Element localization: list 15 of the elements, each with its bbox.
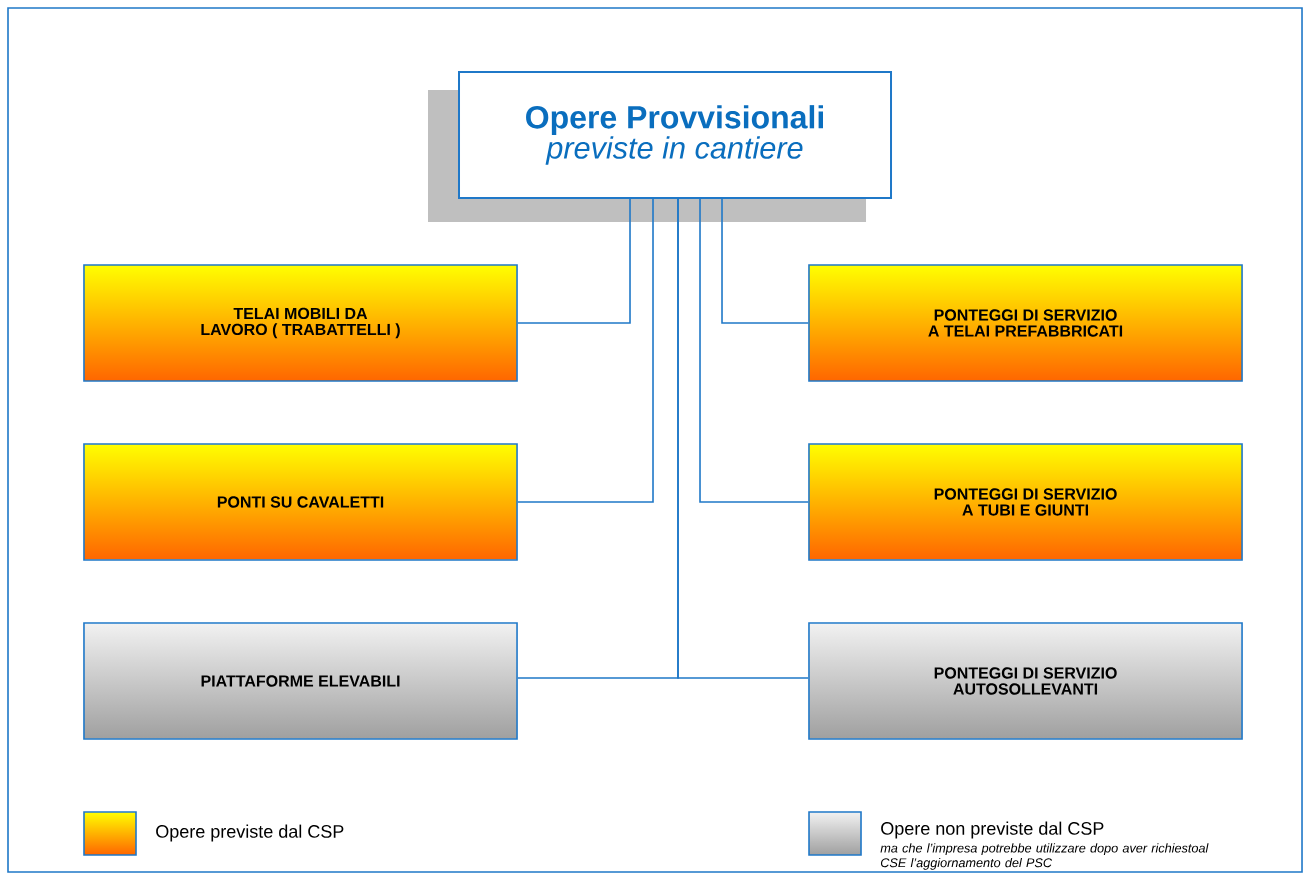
legend-note: ma che l’impresa potrebbe utilizzare dopo aver richiestoal CSE l’aggiornamento del PSC xyxy=(880,843,1209,870)
connector-line xyxy=(677,198,809,679)
connector-line xyxy=(721,198,809,324)
legend-label: Opere non previste dal CSP xyxy=(881,821,1104,839)
title-box: Opere Provvisionali previste in cantiere xyxy=(458,71,892,199)
category-box: PONTEGGI DI SERVIZIO A TELAI PREFABBRICATI xyxy=(808,264,1243,382)
category-box: PONTEGGI DI SERVIZIO AUTOSOLLEVANTI xyxy=(808,622,1243,740)
category-box: PONTEGGI DI SERVIZIO A TUBI E GIUNTI xyxy=(808,443,1243,561)
category-box: PONTI SU CAVALETTI xyxy=(83,443,518,561)
legend-label: Opere previste dal CSP xyxy=(156,824,344,842)
connector-line xyxy=(517,198,654,503)
connector-line xyxy=(517,198,631,324)
category-box: PIATTAFORME ELEVABILI xyxy=(83,622,518,740)
connector-line xyxy=(699,198,809,503)
category-box: TELAI MOBILI DA LAVORO ( TRABATTELLI ) xyxy=(83,264,518,382)
